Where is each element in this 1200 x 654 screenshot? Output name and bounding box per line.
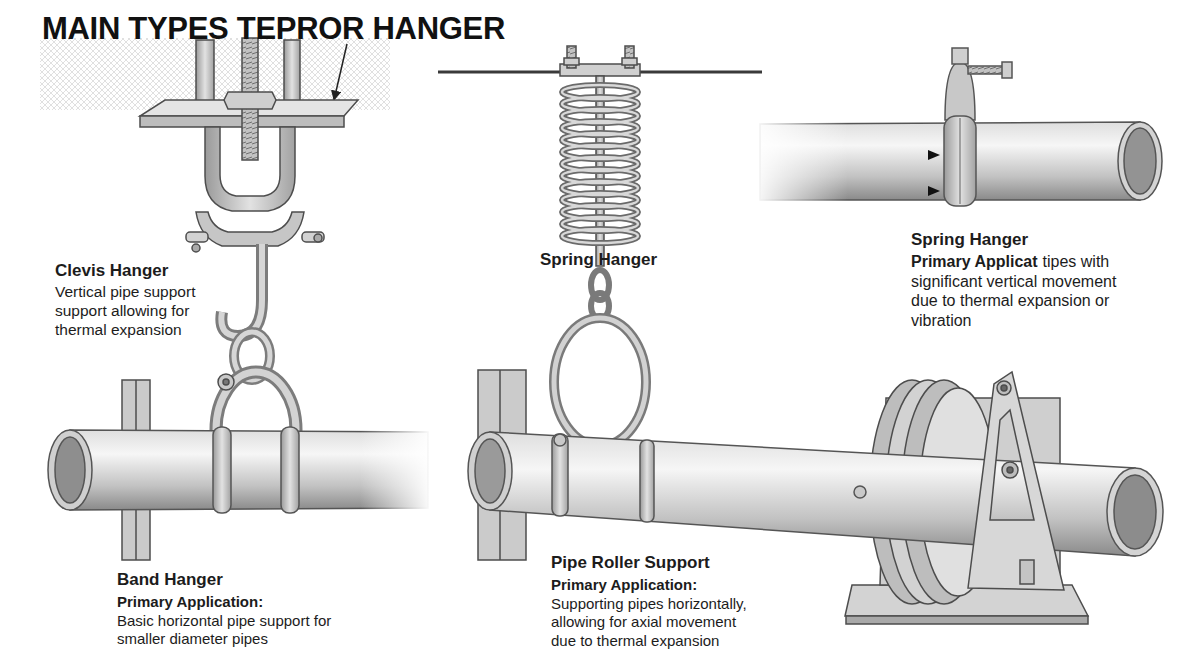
main-pipe bbox=[854, 486, 866, 498]
clevis-hanger-drawing bbox=[302, 232, 324, 242]
leader-arrow bbox=[334, 44, 347, 100]
clamp-pipe-drawing bbox=[944, 116, 976, 206]
clevis-hanger-drawing bbox=[224, 92, 276, 109]
clamp-pipe-drawing bbox=[928, 186, 940, 196]
small-pipe bbox=[213, 427, 231, 513]
small-pipe bbox=[55, 437, 85, 503]
clevis-hanger-drawing bbox=[192, 244, 200, 252]
main-pipe bbox=[475, 439, 505, 503]
clamp-pipe-drawing bbox=[959, 118, 961, 204]
main-pipe bbox=[1114, 475, 1156, 549]
main-pipe bbox=[640, 440, 654, 522]
roller-frame bbox=[968, 372, 1064, 590]
main-pipe bbox=[554, 434, 566, 446]
main-pipe bbox=[468, 432, 1163, 556]
application-heading: Primary Application: bbox=[551, 576, 697, 594]
small-pipe bbox=[360, 424, 432, 516]
spring-hanger-drawing bbox=[562, 85, 638, 243]
part-name: Spring Hanger bbox=[911, 230, 1028, 251]
roller-support-drawing bbox=[846, 616, 1088, 624]
part-name: Clevis Hanger bbox=[55, 261, 168, 282]
roller-frame bbox=[1020, 560, 1034, 584]
part-name: Band Hanger bbox=[117, 570, 223, 591]
spring-hanger-drawing bbox=[554, 318, 646, 446]
main-pipe bbox=[1107, 468, 1163, 556]
small-pipe bbox=[48, 424, 432, 516]
small-pipe bbox=[281, 427, 299, 513]
clevis-hanger-drawing bbox=[218, 374, 234, 390]
clamp-pipe-drawing bbox=[928, 150, 940, 160]
spring-hanger-drawing bbox=[554, 318, 646, 446]
clevis-hanger-drawing bbox=[186, 232, 208, 242]
roller-frame bbox=[968, 372, 1064, 590]
roller-frame bbox=[1001, 385, 1007, 391]
clamp-pipe-drawing bbox=[752, 116, 848, 206]
roller-frame bbox=[1002, 462, 1018, 478]
clevis-hanger-drawing bbox=[314, 234, 322, 242]
roller-frame bbox=[997, 381, 1011, 395]
application-text: tipes with significant vertical movement… bbox=[911, 252, 1131, 330]
leader-arrow bbox=[334, 44, 347, 100]
application-heading: Primary Applicat bbox=[911, 252, 1038, 272]
spring-hanger-drawing bbox=[562, 229, 638, 243]
application-text: Basic horizontal pipe support for smalle… bbox=[117, 612, 357, 649]
clamp-pipe-drawing bbox=[968, 66, 1006, 74]
clevis-hanger-drawing bbox=[223, 379, 229, 385]
clamp-pipe-drawing bbox=[1124, 128, 1156, 194]
ceiling-hatch bbox=[40, 38, 390, 110]
clamp-pipe-drawing bbox=[752, 48, 1162, 206]
clevis-hanger-drawing bbox=[221, 244, 262, 336]
roller-frame bbox=[1007, 467, 1013, 473]
small-pipe bbox=[48, 430, 92, 510]
application-heading: Primary Application: bbox=[117, 593, 263, 611]
clevis-hanger-drawing bbox=[221, 244, 262, 336]
diagram-title: MAIN TYPES TEPROR HANGER bbox=[42, 11, 505, 47]
clevis-hanger-drawing bbox=[205, 127, 295, 211]
main-pipe bbox=[552, 434, 568, 516]
part-name: Spring Hanger bbox=[540, 250, 657, 271]
clamp-pipe-drawing bbox=[952, 48, 968, 64]
clevis-hanger-drawing bbox=[196, 212, 304, 246]
clamp-pipe-drawing bbox=[1118, 122, 1162, 200]
part-name: Pipe Roller Support bbox=[551, 553, 710, 574]
part-description: Vertical pipe support support allowing f… bbox=[55, 283, 227, 340]
ceiling-hatch bbox=[40, 38, 390, 110]
clamp-pipe-drawing bbox=[1002, 62, 1012, 78]
application-text: Supporting pipes horizontally, allowing … bbox=[551, 595, 756, 650]
spring-hanger-drawing bbox=[622, 58, 637, 65]
spring-hanger-drawing bbox=[564, 58, 579, 65]
spring-hanger-drawing bbox=[562, 85, 638, 243]
main-pipe bbox=[468, 432, 512, 510]
